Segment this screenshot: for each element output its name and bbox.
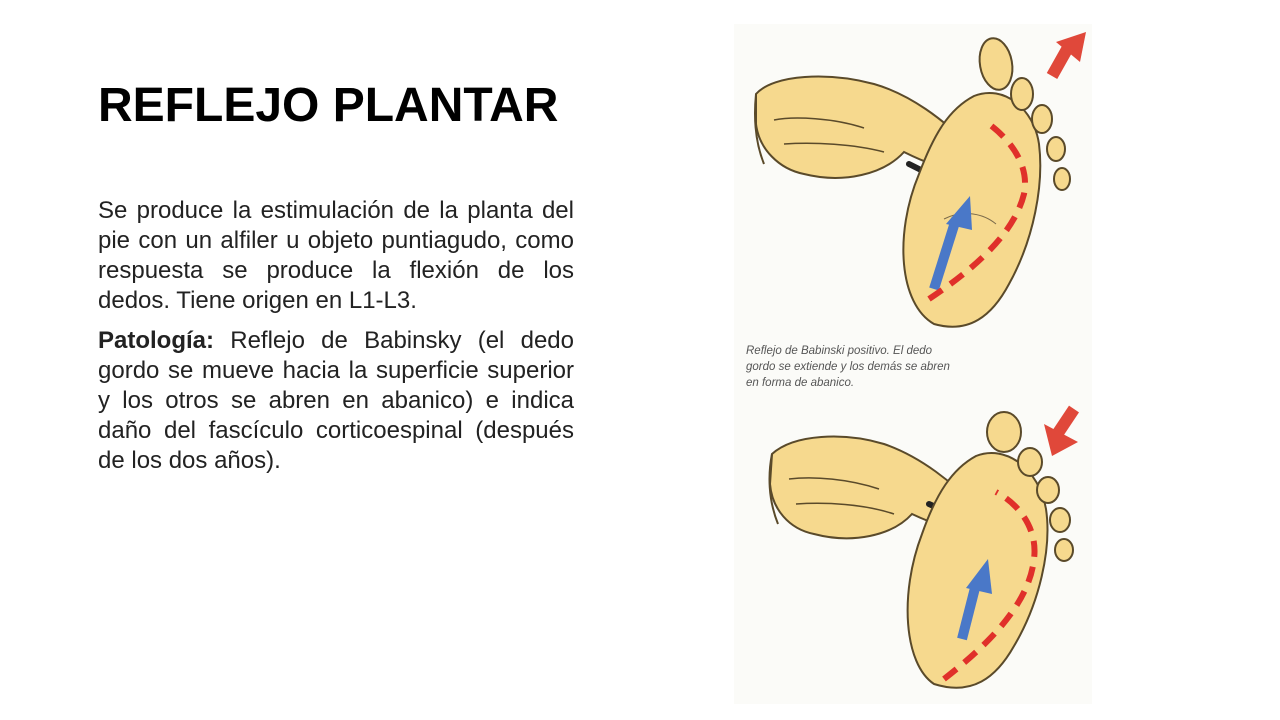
stimulus-path-icon <box>927 121 1029 302</box>
pathology-text: Reflejo de Babinsky (el dedo gordo se mu… <box>98 327 574 474</box>
pathology-paragraph: Patología: Reflejo de Babinsky (el dedo … <box>98 326 574 476</box>
slide-body: Se produce la estimulación de la planta … <box>98 196 574 486</box>
bottom-panel <box>768 405 1079 689</box>
slide-title: REFLEJO PLANTAR <box>98 79 559 132</box>
pathology-label: Patología: <box>98 327 215 354</box>
extension-arrow-icon <box>1046 32 1086 79</box>
caption-line-3: en forma de abanico. <box>746 377 854 389</box>
babinski-illustration: Reflejo de Babinski positivo. El dedo go… <box>734 24 1092 704</box>
figure-caption: Reflejo de Babinski positivo. El dedo go… <box>746 345 950 389</box>
top-panel <box>753 32 1086 328</box>
foot-sole-icon <box>902 37 1071 328</box>
caption-line-2: gordo se extiende y los demás se abren <box>746 361 950 373</box>
description-paragraph: Se produce la estimulación de la planta … <box>98 197 574 314</box>
flexion-arrow-icon <box>1044 405 1079 456</box>
stimulus-arrow-bottom-icon <box>957 559 992 641</box>
foot-sole-bottom-icon <box>906 411 1074 689</box>
stimulus-arrow-icon <box>929 196 972 291</box>
caption-line-1: Reflejo de Babinski positivo. El dedo <box>746 345 933 357</box>
